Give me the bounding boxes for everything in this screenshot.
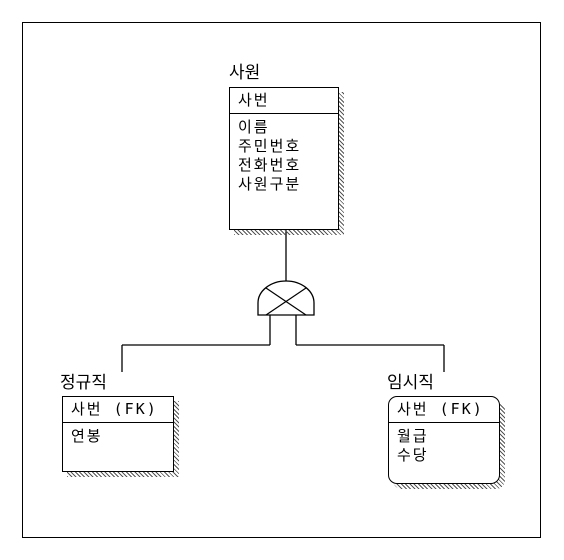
subtype-left-attribute: 연봉 xyxy=(71,427,103,445)
subtype-right-attribute: 월급 xyxy=(397,427,429,445)
supertype-key-label: 사번 xyxy=(238,91,270,109)
subtype-right-title: 임시직 xyxy=(387,373,434,393)
supertype-attribute: 전화번호 xyxy=(238,156,302,174)
subtype-right-key: 사번 (FK) xyxy=(389,397,499,423)
subtype-right-entity[interactable]: 사번 (FK) 월급 수당 xyxy=(388,396,500,484)
subtype-left-title: 정규직 xyxy=(60,373,107,393)
supertype-attributes: 이름 주민번호 전화번호 사원구분 xyxy=(230,114,338,198)
supertype-entity[interactable]: 사번 이름 주민번호 전화번호 사원구분 xyxy=(229,87,339,230)
subtype-right-attribute: 수당 xyxy=(397,446,429,464)
subtype-left-entity[interactable]: 사번 (FK) 연봉 xyxy=(62,396,174,472)
subtype-right-key-label: 사번 (FK) xyxy=(397,400,484,418)
subtype-right-attributes: 월급 수당 xyxy=(389,423,499,469)
supertype-key: 사번 xyxy=(230,88,338,114)
supertype-attribute: 이름 xyxy=(238,118,270,136)
subtype-left-attributes: 연봉 xyxy=(63,423,173,450)
subtype-left-key-label: 사번 (FK) xyxy=(71,400,158,418)
supertype-attribute: 사원구분 xyxy=(238,175,302,193)
subtype-left-key: 사번 (FK) xyxy=(63,397,173,423)
supertype-title: 사원 xyxy=(229,63,261,83)
supertype-attribute: 주민번호 xyxy=(238,137,302,155)
category-symbol xyxy=(257,280,315,316)
